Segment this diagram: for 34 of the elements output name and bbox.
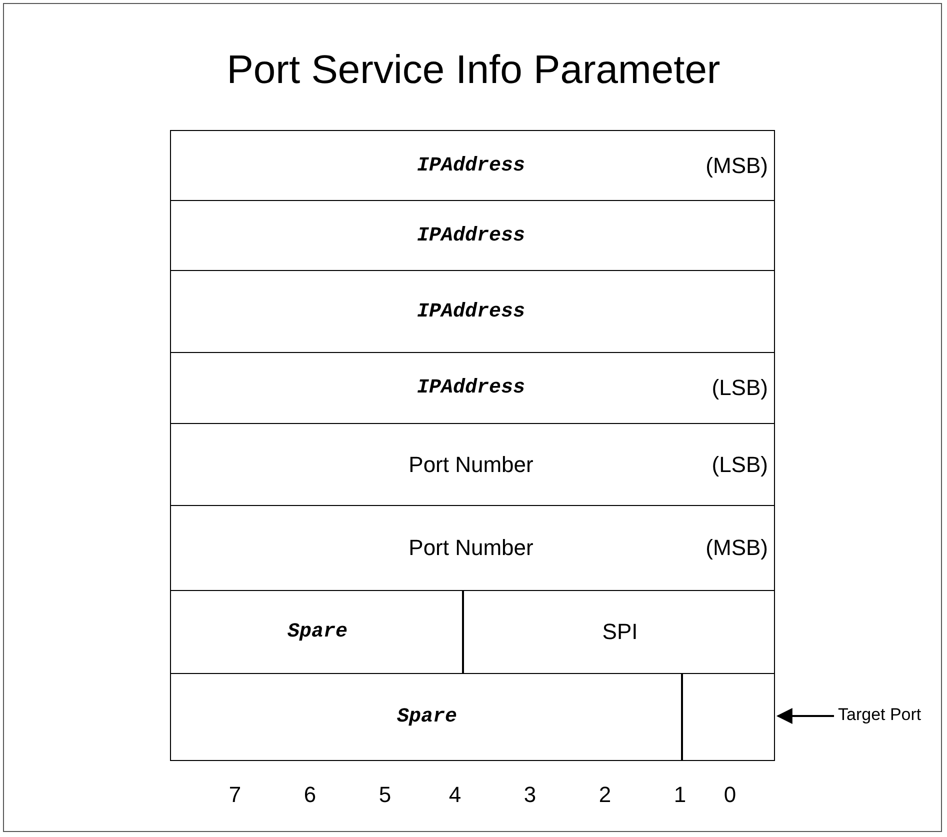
diagram-title: Port Service Info Parameter xyxy=(226,48,722,93)
annotation-text: Target Port xyxy=(838,705,922,725)
byte-order-note: (LSB) xyxy=(712,452,768,478)
bit-field xyxy=(682,673,775,761)
field-name: SPI xyxy=(602,619,638,645)
bit-number: 0 xyxy=(722,782,738,808)
field-name: Spare xyxy=(397,706,457,728)
field-cell xyxy=(170,505,775,591)
byte-order-note: (MSB) xyxy=(706,535,768,561)
field-cell xyxy=(170,590,463,674)
field-cell xyxy=(170,352,775,424)
field-cell xyxy=(170,130,775,201)
field-cell xyxy=(170,200,775,271)
field-name: IPAddress xyxy=(416,376,526,400)
bit-number: 2 xyxy=(598,782,612,808)
byte-order-note: (MSB) xyxy=(706,152,768,178)
field-cell xyxy=(170,423,775,506)
field-cell xyxy=(170,673,682,761)
field-name: Port Number xyxy=(408,452,534,478)
byte-order-note: (LSB) xyxy=(712,375,768,401)
bit-number: 5 xyxy=(378,782,392,808)
field-name: IPAddress xyxy=(416,224,526,247)
bit-number: 1 xyxy=(672,782,688,808)
field-cell xyxy=(463,590,775,674)
field-cell xyxy=(170,270,775,353)
arrow xyxy=(776,708,834,724)
field-name: IPAddress xyxy=(416,300,526,323)
bit-number: 3 xyxy=(522,782,538,808)
bit-number: 4 xyxy=(448,782,462,808)
field-name: Spare xyxy=(288,620,348,644)
field-name: Port Number xyxy=(408,535,534,561)
bit-number: 7 xyxy=(228,782,242,808)
bit-number: 6 xyxy=(302,782,318,808)
field-name: IPAddress xyxy=(416,154,526,177)
